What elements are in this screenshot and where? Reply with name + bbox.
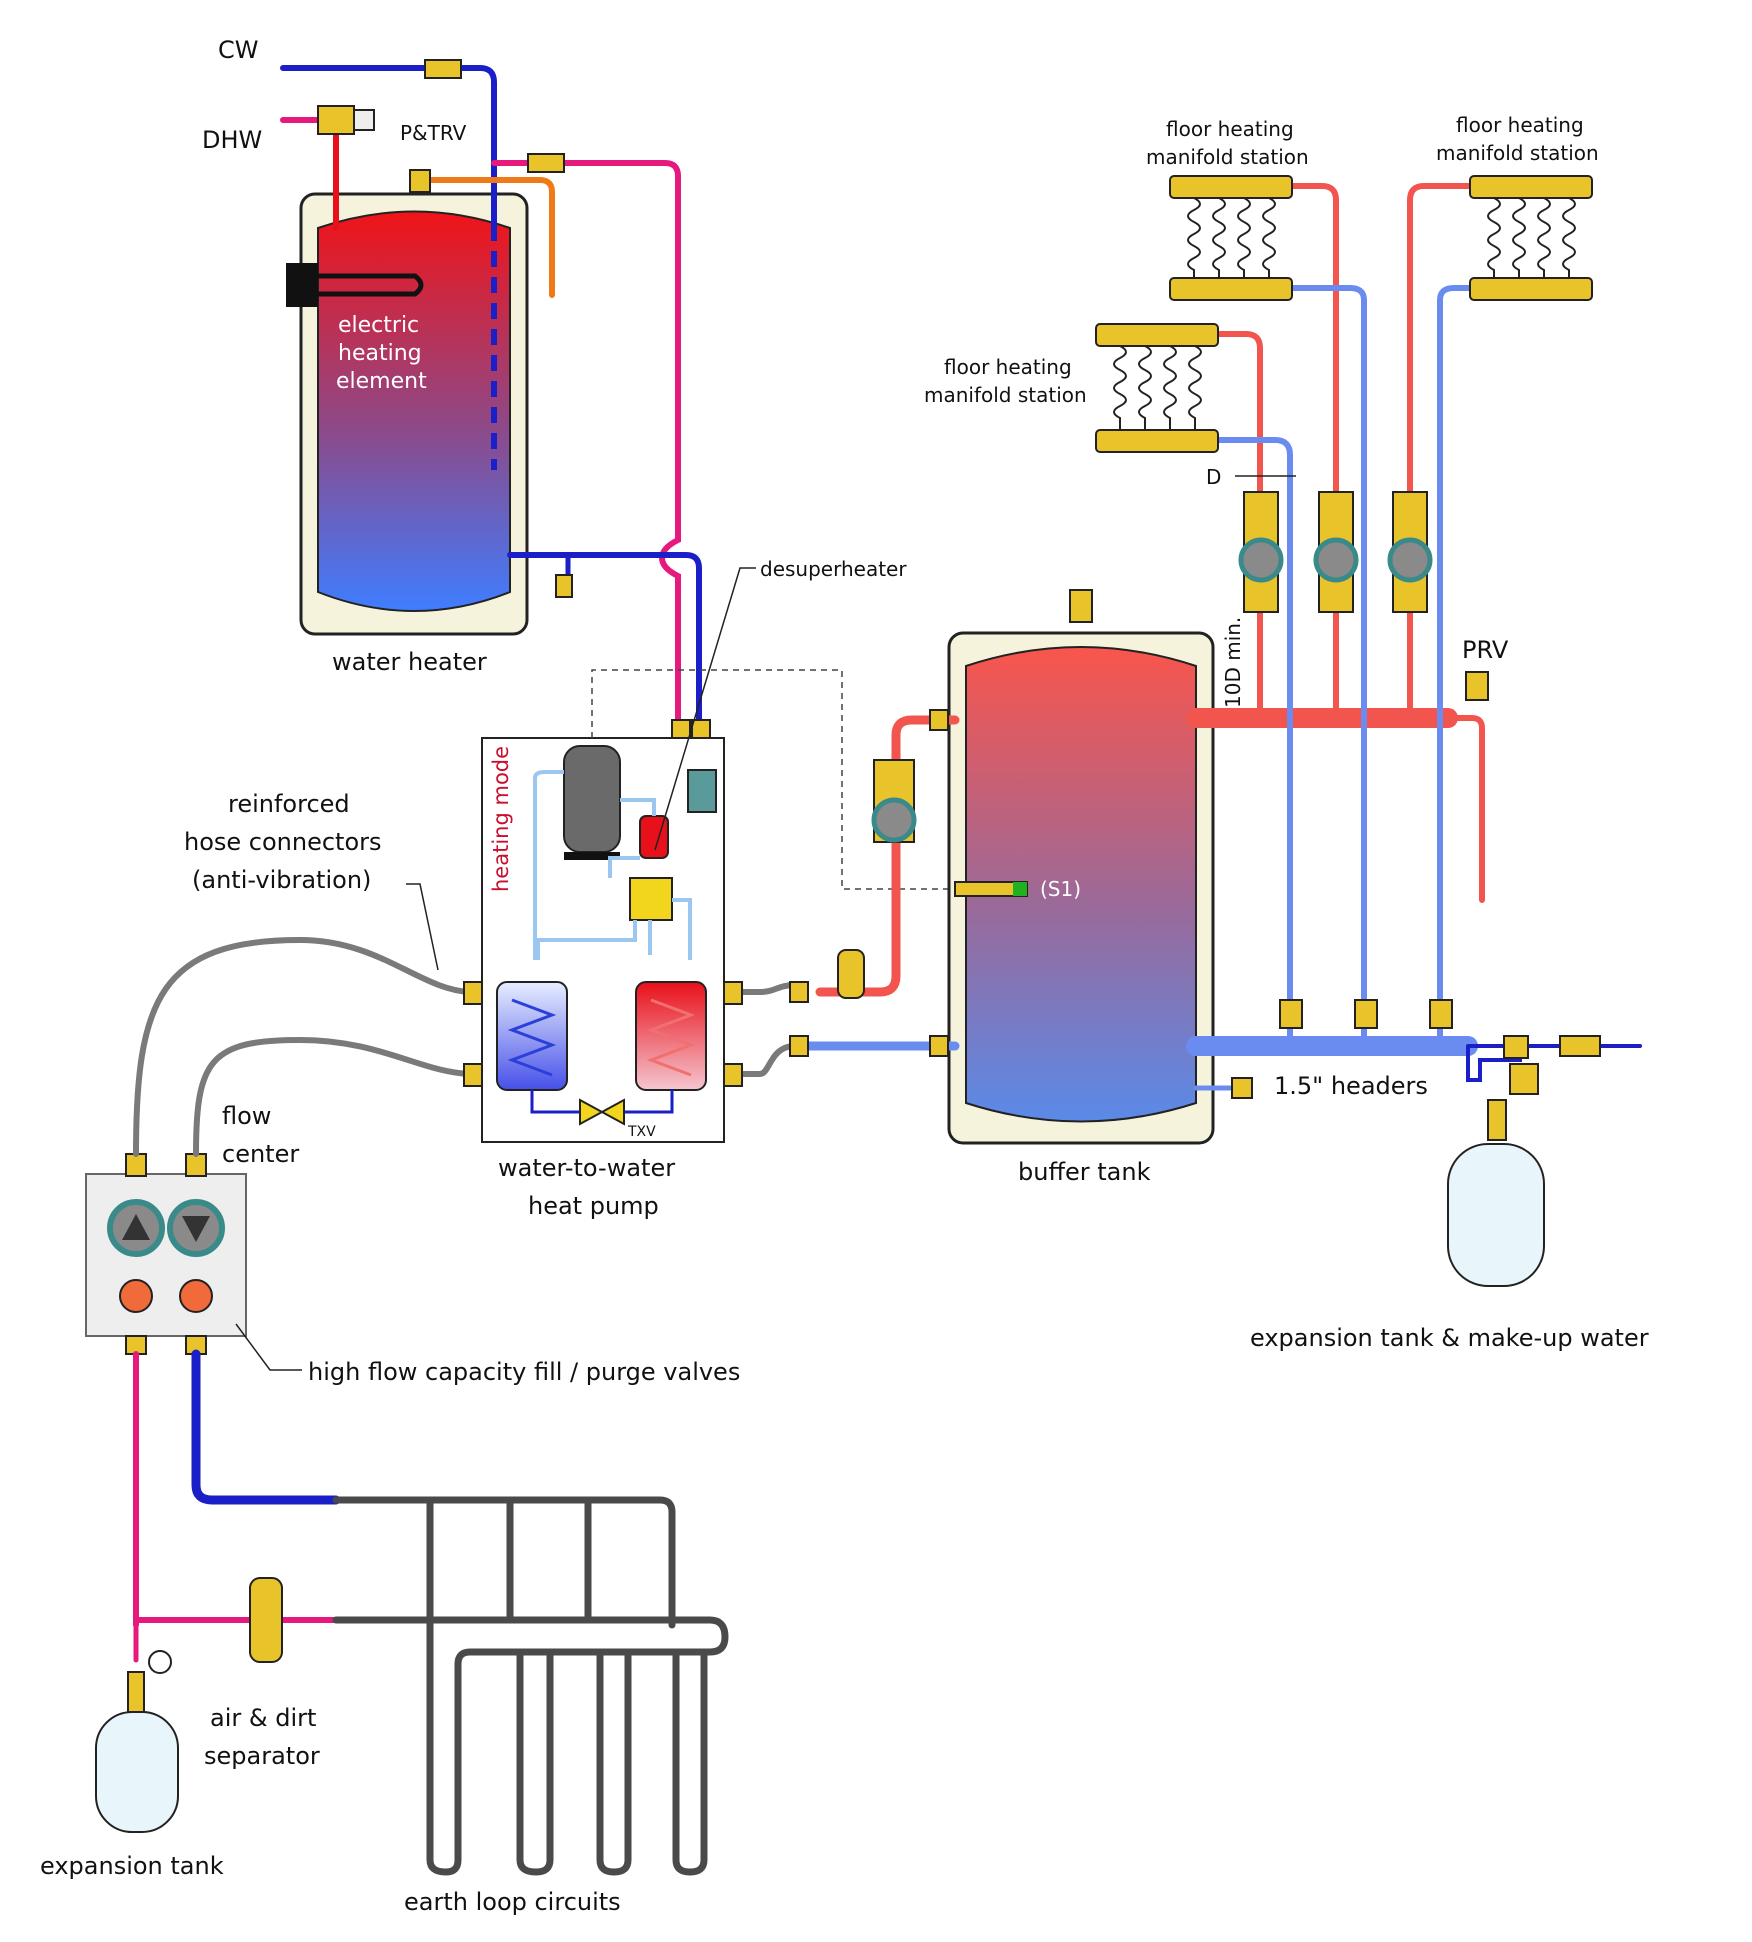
evaporator-coil	[507, 998, 557, 1077]
label-ptrv: P&TRV	[400, 121, 467, 145]
txv-line	[530, 1090, 674, 1114]
label-headers: 1.5" headers	[1274, 1072, 1428, 1100]
return-valves	[1279, 999, 1453, 1029]
label-desuperheater: desuperheater	[760, 557, 907, 581]
label-manifold-a-2: manifold station	[924, 383, 1087, 407]
pressure-gauge	[148, 1650, 172, 1674]
label-dhw: DHW	[202, 126, 262, 154]
label-earth-loop: earth loop circuits	[404, 1888, 621, 1916]
reversing-valve	[629, 877, 673, 921]
refrigerant-lines	[533, 770, 692, 960]
label-fill-purge: high flow capacity fill / purge valves	[308, 1358, 740, 1386]
flow-center-fitting-1	[125, 1153, 147, 1177]
buffer-tank-body	[965, 646, 1197, 1123]
label-element-3: element	[336, 369, 427, 394]
label-s1: (S1)	[1040, 877, 1081, 901]
water-heater-tank	[317, 210, 511, 612]
condenser-coil	[646, 998, 696, 1077]
hose-connectors	[133, 936, 798, 1157]
label-hose-3: (anti-vibration)	[192, 866, 371, 894]
control-wire	[591, 669, 955, 890]
label-wtw-1: water-to-water	[498, 1154, 675, 1182]
boiler-loop-pump	[871, 759, 917, 843]
compressor-base	[564, 852, 620, 860]
dhw-fittings	[317, 59, 573, 598]
label-manifold-b-2: manifold station	[1146, 145, 1309, 169]
sensor-s1-tip	[1013, 882, 1027, 896]
purge-valve-2	[179, 1279, 213, 1313]
flow-center-fitting-2	[185, 1153, 207, 1177]
label-exp-makeup: expansion tank & make-up water	[1250, 1324, 1649, 1352]
pump-1-arrow	[122, 1214, 150, 1240]
expansion-tank-earth-fitting	[127, 1671, 145, 1713]
purge-valve-1	[119, 1279, 153, 1313]
label-element-2: heating	[338, 341, 422, 366]
label-flow-center-1: flow	[222, 1102, 271, 1130]
mixing-valve-knob	[353, 109, 375, 131]
label-manifold-a-1: floor heating	[944, 355, 1072, 379]
label-manifold-c-1: floor heating	[1456, 113, 1584, 137]
electric-element	[318, 273, 424, 297]
electric-element-housing	[286, 263, 318, 307]
buffer-fittings	[789, 709, 1253, 1099]
water-heater	[286, 192, 529, 636]
leader-lines	[235, 475, 1296, 1371]
earth-loop-circuits	[332, 1496, 729, 1876]
check-valve-cw	[424, 59, 462, 79]
label-prv: PRV	[1462, 636, 1509, 664]
label-air-dirt-1: air & dirt	[210, 1704, 316, 1732]
label-hose-2: hose connectors	[184, 828, 382, 856]
manifold-station-a	[1095, 323, 1219, 453]
flow-center	[85, 1153, 247, 1355]
air-dirt-separator	[249, 1577, 283, 1663]
zone-piping	[1215, 183, 1473, 1049]
txv-valve	[579, 1098, 605, 1126]
flow-center-body	[85, 1173, 247, 1337]
labels: CW DHW P&TRV electric heating element wa…	[40, 36, 1649, 1916]
label-flow-center-2: center	[222, 1140, 299, 1168]
label-hose-1: reinforced	[228, 790, 350, 818]
label-element-1: electric	[338, 313, 419, 338]
buffer-tank	[947, 589, 1215, 1145]
label-expansion-tank: expansion tank	[40, 1852, 224, 1880]
txv-valve-b	[599, 1098, 625, 1126]
zone-pumps	[1238, 491, 1433, 613]
makeup-water-assembly	[1447, 1035, 1601, 1287]
mixing-valve	[317, 105, 355, 135]
buffer-piping	[790, 708, 1642, 1091]
drain-valve-wh	[555, 574, 573, 598]
label-manifold-b-1: floor heating	[1166, 117, 1294, 141]
prv-valve	[1465, 671, 1489, 701]
check-valve-return	[527, 153, 565, 173]
label-cw: CW	[218, 36, 259, 64]
manifold-station-c	[1469, 175, 1593, 301]
manifold-station-b	[1169, 175, 1293, 301]
label-buffer-tank: buffer tank	[1018, 1158, 1151, 1186]
label-manifold-c-2: manifold station	[1436, 141, 1599, 165]
expansion-tank-earth	[95, 1711, 179, 1833]
expansion-tank-makeup	[1447, 1143, 1545, 1287]
label-heating-mode: heating mode	[489, 746, 513, 892]
compressor	[563, 745, 621, 853]
heat-pump	[481, 669, 955, 1143]
hp-fittings	[463, 719, 743, 1087]
label-d: D	[1206, 465, 1221, 489]
buffer-air-vent	[1069, 589, 1093, 623]
label-air-dirt-2: separator	[204, 1742, 320, 1770]
ptrv-valve	[409, 169, 431, 193]
earth-loop-accessories	[95, 1577, 283, 1833]
label-water-heater: water heater	[332, 648, 487, 676]
earth-loop-piping	[133, 1349, 341, 1663]
label-txv: TXV	[627, 1124, 656, 1140]
wh-pump	[687, 769, 717, 813]
pump-2-arrow	[182, 1216, 210, 1242]
label-10d: 10D min.	[1221, 617, 1245, 708]
label-wtw-2: heat pump	[528, 1192, 659, 1220]
